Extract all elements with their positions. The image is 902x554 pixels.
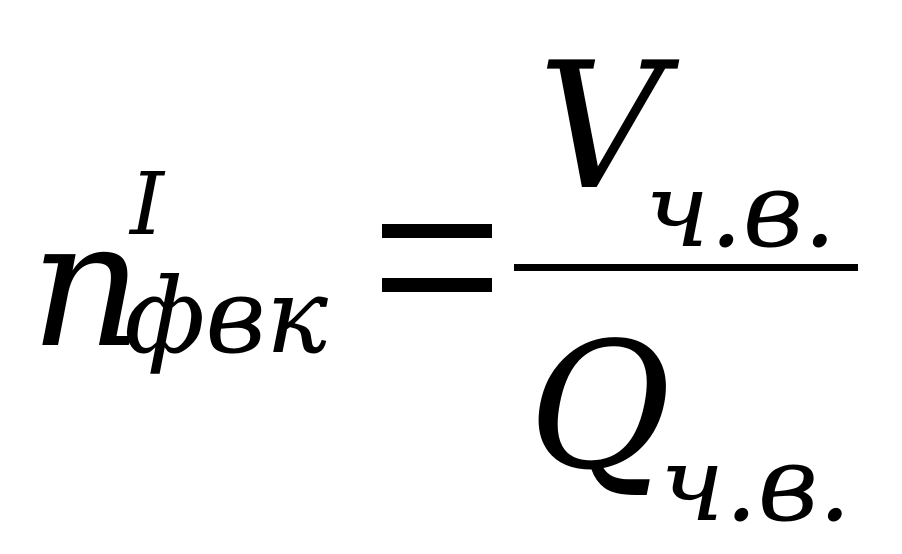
numerator-subscript: ч.в.	[645, 149, 837, 271]
equals-sign-top-bar	[382, 224, 492, 238]
fraction-bar	[514, 264, 858, 271]
lhs-subscript: фвк	[124, 255, 329, 377]
denominator-base-symbol: Q	[528, 306, 672, 509]
lhs-superscript: I	[130, 155, 164, 255]
lhs-base-symbol: n	[30, 184, 143, 387]
numerator-base-symbol: V	[538, 26, 665, 229]
denominator-subscript: ч.в.	[660, 423, 852, 545]
equals-sign-bottom-bar	[382, 278, 492, 292]
